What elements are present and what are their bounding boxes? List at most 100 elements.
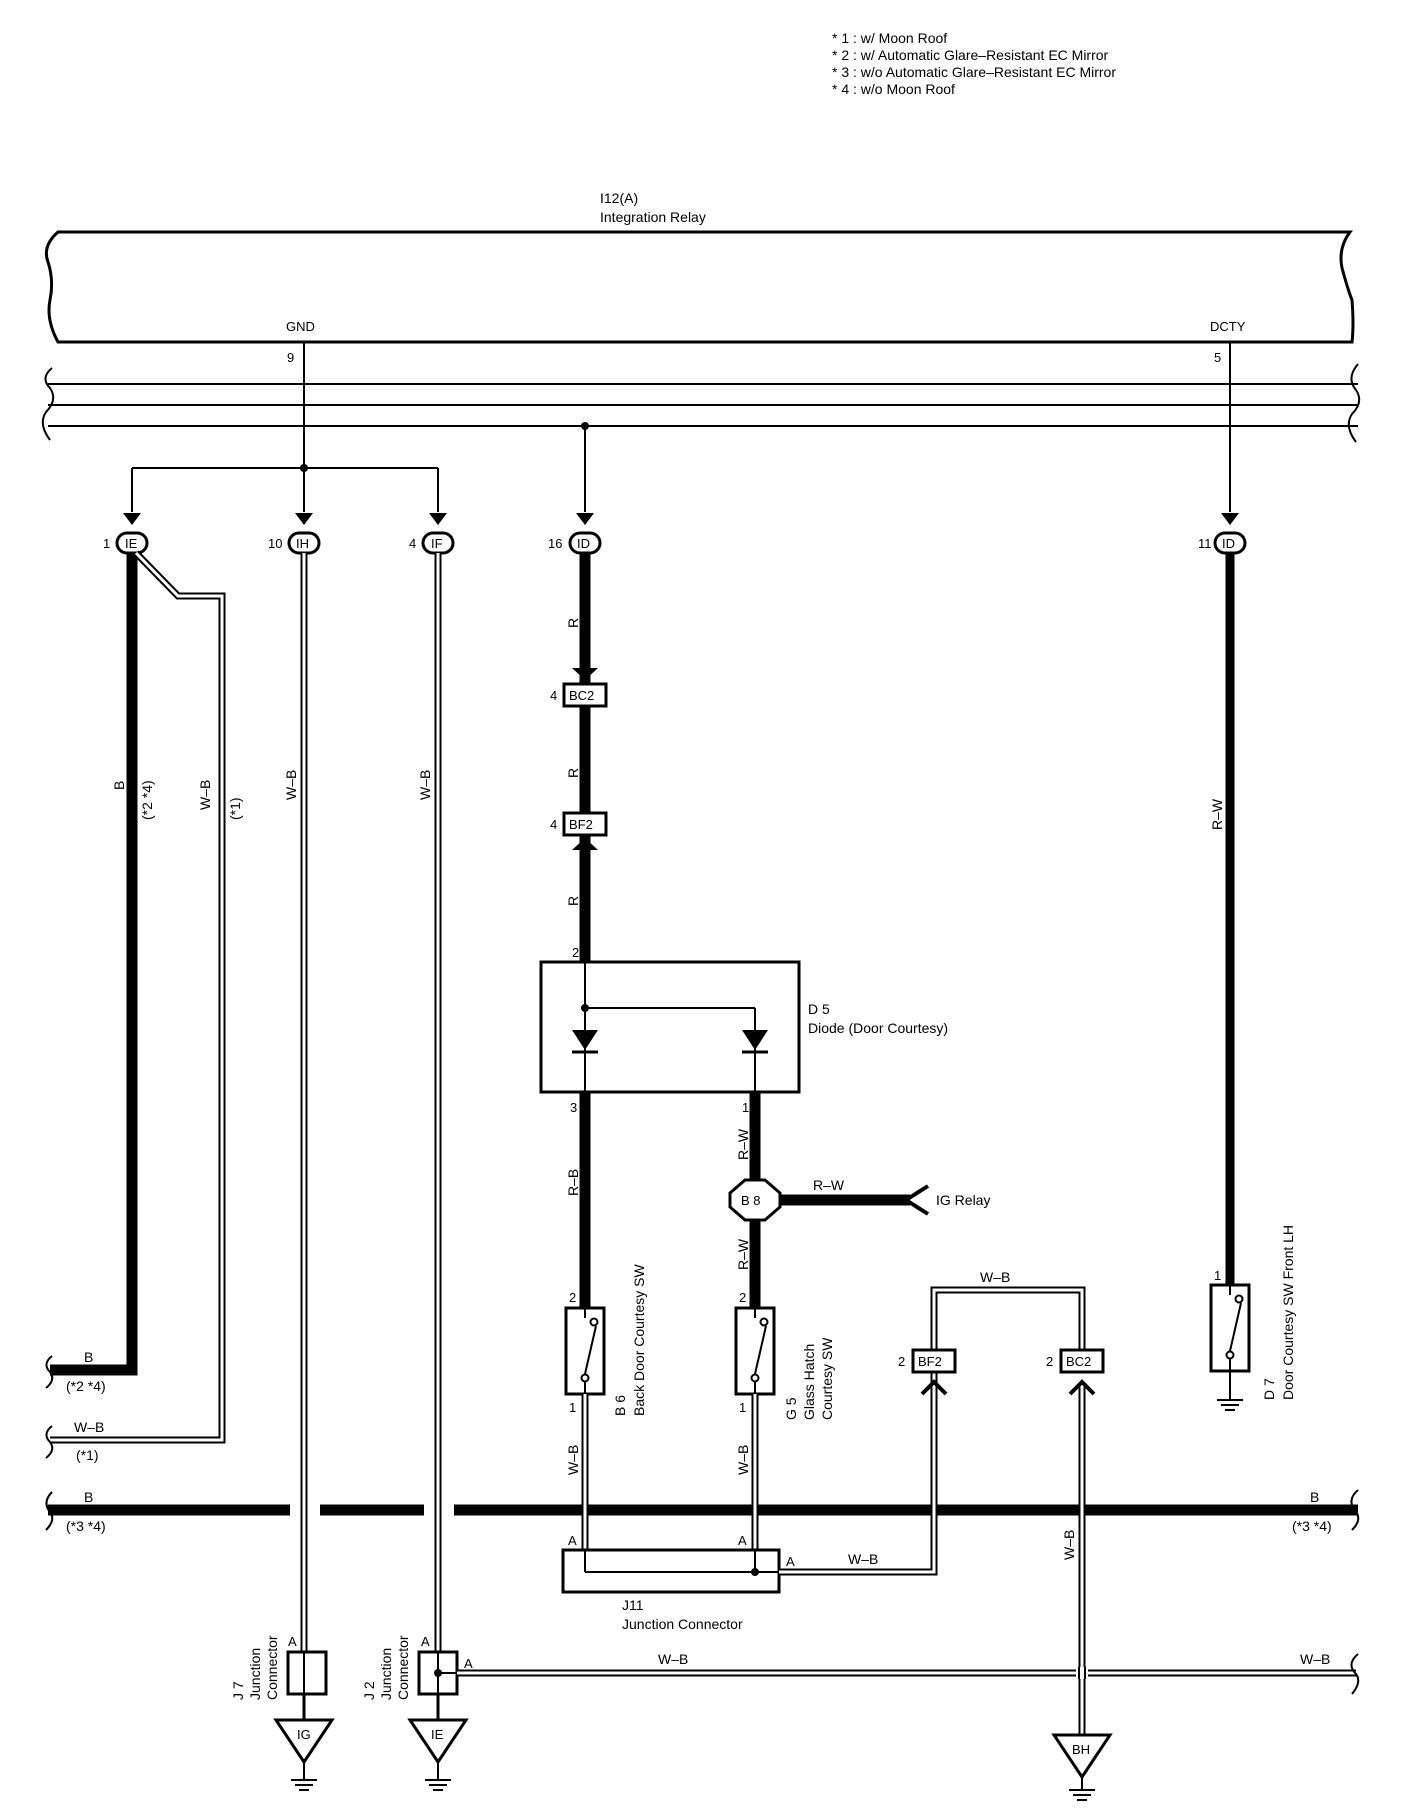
svg-text:G 5: G 5	[783, 1397, 799, 1420]
svg-text:A: A	[288, 1634, 297, 1649]
svg-text:A: A	[464, 1656, 473, 1671]
bus-lines	[41, 363, 1361, 443]
svg-text:W–B: W–B	[197, 780, 213, 810]
wire-b-left: B (*2 *4) B (*2 *4)	[45, 553, 155, 1394]
svg-text:R: R	[565, 896, 581, 906]
note-1: * 1 : w/ Moon Roof	[832, 30, 948, 46]
integration-relay: I12(A) Integration Relay GND DCTY 9 5	[44, 190, 1355, 365]
relay-name: Integration Relay	[600, 209, 706, 225]
pin-dcty-label: DCTY	[1210, 319, 1246, 334]
svg-text:R–W: R–W	[735, 1128, 751, 1160]
wire-rw-right: R–W	[1209, 553, 1235, 1285]
svg-text:A: A	[786, 1554, 795, 1569]
wire-rb: R–B	[565, 1092, 591, 1308]
svg-text:10: 10	[268, 536, 282, 551]
ground-ie: IE	[407, 1718, 469, 1791]
arrow-ih	[295, 513, 313, 525]
wire-wb-g5-j11: W–B	[735, 1394, 759, 1572]
note-3: * 3 : w/o Automatic Glare–Resistant EC M…	[832, 64, 1116, 80]
svg-text:(*3 *4): (*3 *4)	[66, 1518, 106, 1534]
junction-j2: A A J 2 Junction Connector	[361, 1634, 473, 1720]
svg-text:2: 2	[739, 1290, 746, 1305]
svg-text:W–B: W–B	[565, 1445, 581, 1475]
svg-text:A: A	[421, 1634, 430, 1649]
svg-text:W–B: W–B	[735, 1445, 751, 1475]
svg-text:W–B: W–B	[980, 1269, 1010, 1285]
svg-text:4: 4	[550, 817, 557, 832]
svg-text:B: B	[111, 781, 127, 790]
switch-d7: 1 D 7 Door Courtesy SW Front LH	[1209, 1225, 1296, 1411]
svg-text:Junction Connector: Junction Connector	[622, 1616, 743, 1632]
svg-text:J 7: J 7	[230, 1681, 246, 1700]
svg-text:BF2: BF2	[918, 1354, 942, 1369]
svg-text:W–B: W–B	[1061, 1530, 1077, 1560]
connector-bc2-a: BC2 4	[550, 668, 608, 708]
wire-wb-moonroof: W–B (*1) W–B (*1)	[45, 550, 243, 1463]
svg-text:Junction: Junction	[247, 1648, 263, 1700]
connector-bf2-a: BF2 4	[550, 811, 608, 850]
svg-text:B 8: B 8	[741, 1193, 761, 1208]
svg-text:R–B: R–B	[565, 1169, 581, 1196]
junction-j11: A A A J11 Junction Connector	[561, 1533, 795, 1632]
svg-text:J 2: J 2	[361, 1681, 377, 1700]
connector-id-mid: ID 16	[548, 531, 602, 555]
wire-wb-if: W–B	[417, 553, 442, 1652]
switch-g5: 2 1 G 5 Glass Hatch Courtesy SW	[734, 1290, 835, 1420]
arrow-if	[429, 513, 447, 525]
relay-code: I12(A)	[600, 190, 638, 206]
arrow-id-mid	[576, 513, 594, 525]
svg-text:IE: IE	[125, 536, 138, 551]
svg-text:(*2 *4): (*2 *4)	[139, 780, 155, 820]
svg-text:1: 1	[739, 1400, 746, 1415]
svg-text:R–W: R–W	[735, 1238, 751, 1270]
svg-text:B 6: B 6	[612, 1395, 628, 1416]
svg-text:W–B: W–B	[848, 1551, 878, 1567]
svg-text:D 5: D 5	[808, 1001, 830, 1017]
svg-text:(*2 *4): (*2 *4)	[66, 1378, 106, 1394]
svg-text:IE: IE	[431, 1727, 444, 1742]
svg-text:BC2: BC2	[569, 688, 594, 703]
svg-text:1: 1	[742, 1100, 749, 1115]
wire-r-middle: R R R	[565, 553, 591, 962]
diode-d5: 2 D 5 Diode (Door Courtesy) 3 1	[539, 945, 948, 1115]
svg-text:11: 11	[1198, 536, 1212, 551]
svg-text:(*1): (*1)	[76, 1447, 99, 1463]
svg-text:Back Door Courtesy SW: Back Door Courtesy SW	[631, 1264, 647, 1416]
bus-splice	[581, 422, 589, 430]
connector-if-top: IF 4	[409, 531, 455, 555]
svg-text:4: 4	[409, 536, 416, 551]
svg-text:R: R	[565, 618, 581, 628]
svg-text:R–W: R–W	[1209, 798, 1225, 830]
svg-text:ID: ID	[577, 536, 590, 551]
svg-text:A: A	[738, 1533, 747, 1548]
note-4: * 4 : w/o Moon Roof	[832, 81, 955, 97]
wire-wb-bh: W–B	[1061, 1386, 1086, 1735]
svg-text:W–B: W–B	[1300, 1651, 1330, 1667]
note-2: * 2 : w/ Automatic Glare–Resistant EC Mi…	[832, 47, 1109, 63]
svg-text:IH: IH	[296, 536, 309, 551]
svg-text:B: B	[1310, 1489, 1319, 1505]
svg-text:B: B	[84, 1489, 93, 1505]
svg-text:W–B: W–B	[658, 1651, 688, 1667]
pin-gnd-label: GND	[286, 319, 315, 334]
svg-text:Connector: Connector	[395, 1635, 411, 1700]
connector-bf2-b: BF2 2	[898, 1348, 957, 1396]
svg-text:2: 2	[569, 1290, 576, 1305]
svg-text:ID: ID	[1222, 536, 1235, 551]
gnd-wire	[131, 342, 1231, 512]
connector-bc2-b: BC2 2	[1046, 1348, 1105, 1396]
arrow-id-right	[1221, 513, 1239, 525]
junction-j7: A J 7 Junction Connector	[230, 1634, 328, 1720]
connector-id-right: ID 11	[1198, 531, 1247, 555]
wire-wb-ih: W–B	[283, 553, 308, 1652]
svg-text:Diode (Door Courtesy): Diode (Door Courtesy)	[808, 1020, 948, 1036]
svg-text:Junction: Junction	[378, 1648, 394, 1700]
svg-text:3: 3	[570, 1100, 577, 1115]
connector-ie-top: IE 1	[103, 531, 149, 555]
notes: * 1 : w/ Moon Roof * 2 : w/ Automatic Gl…	[832, 30, 1116, 98]
svg-text:B: B	[84, 1349, 93, 1365]
svg-text:IG: IG	[297, 1727, 311, 1742]
svg-text:Door Courtesy SW Front LH: Door Courtesy SW Front LH	[1280, 1225, 1296, 1400]
svg-text:(*1): (*1)	[227, 797, 243, 820]
